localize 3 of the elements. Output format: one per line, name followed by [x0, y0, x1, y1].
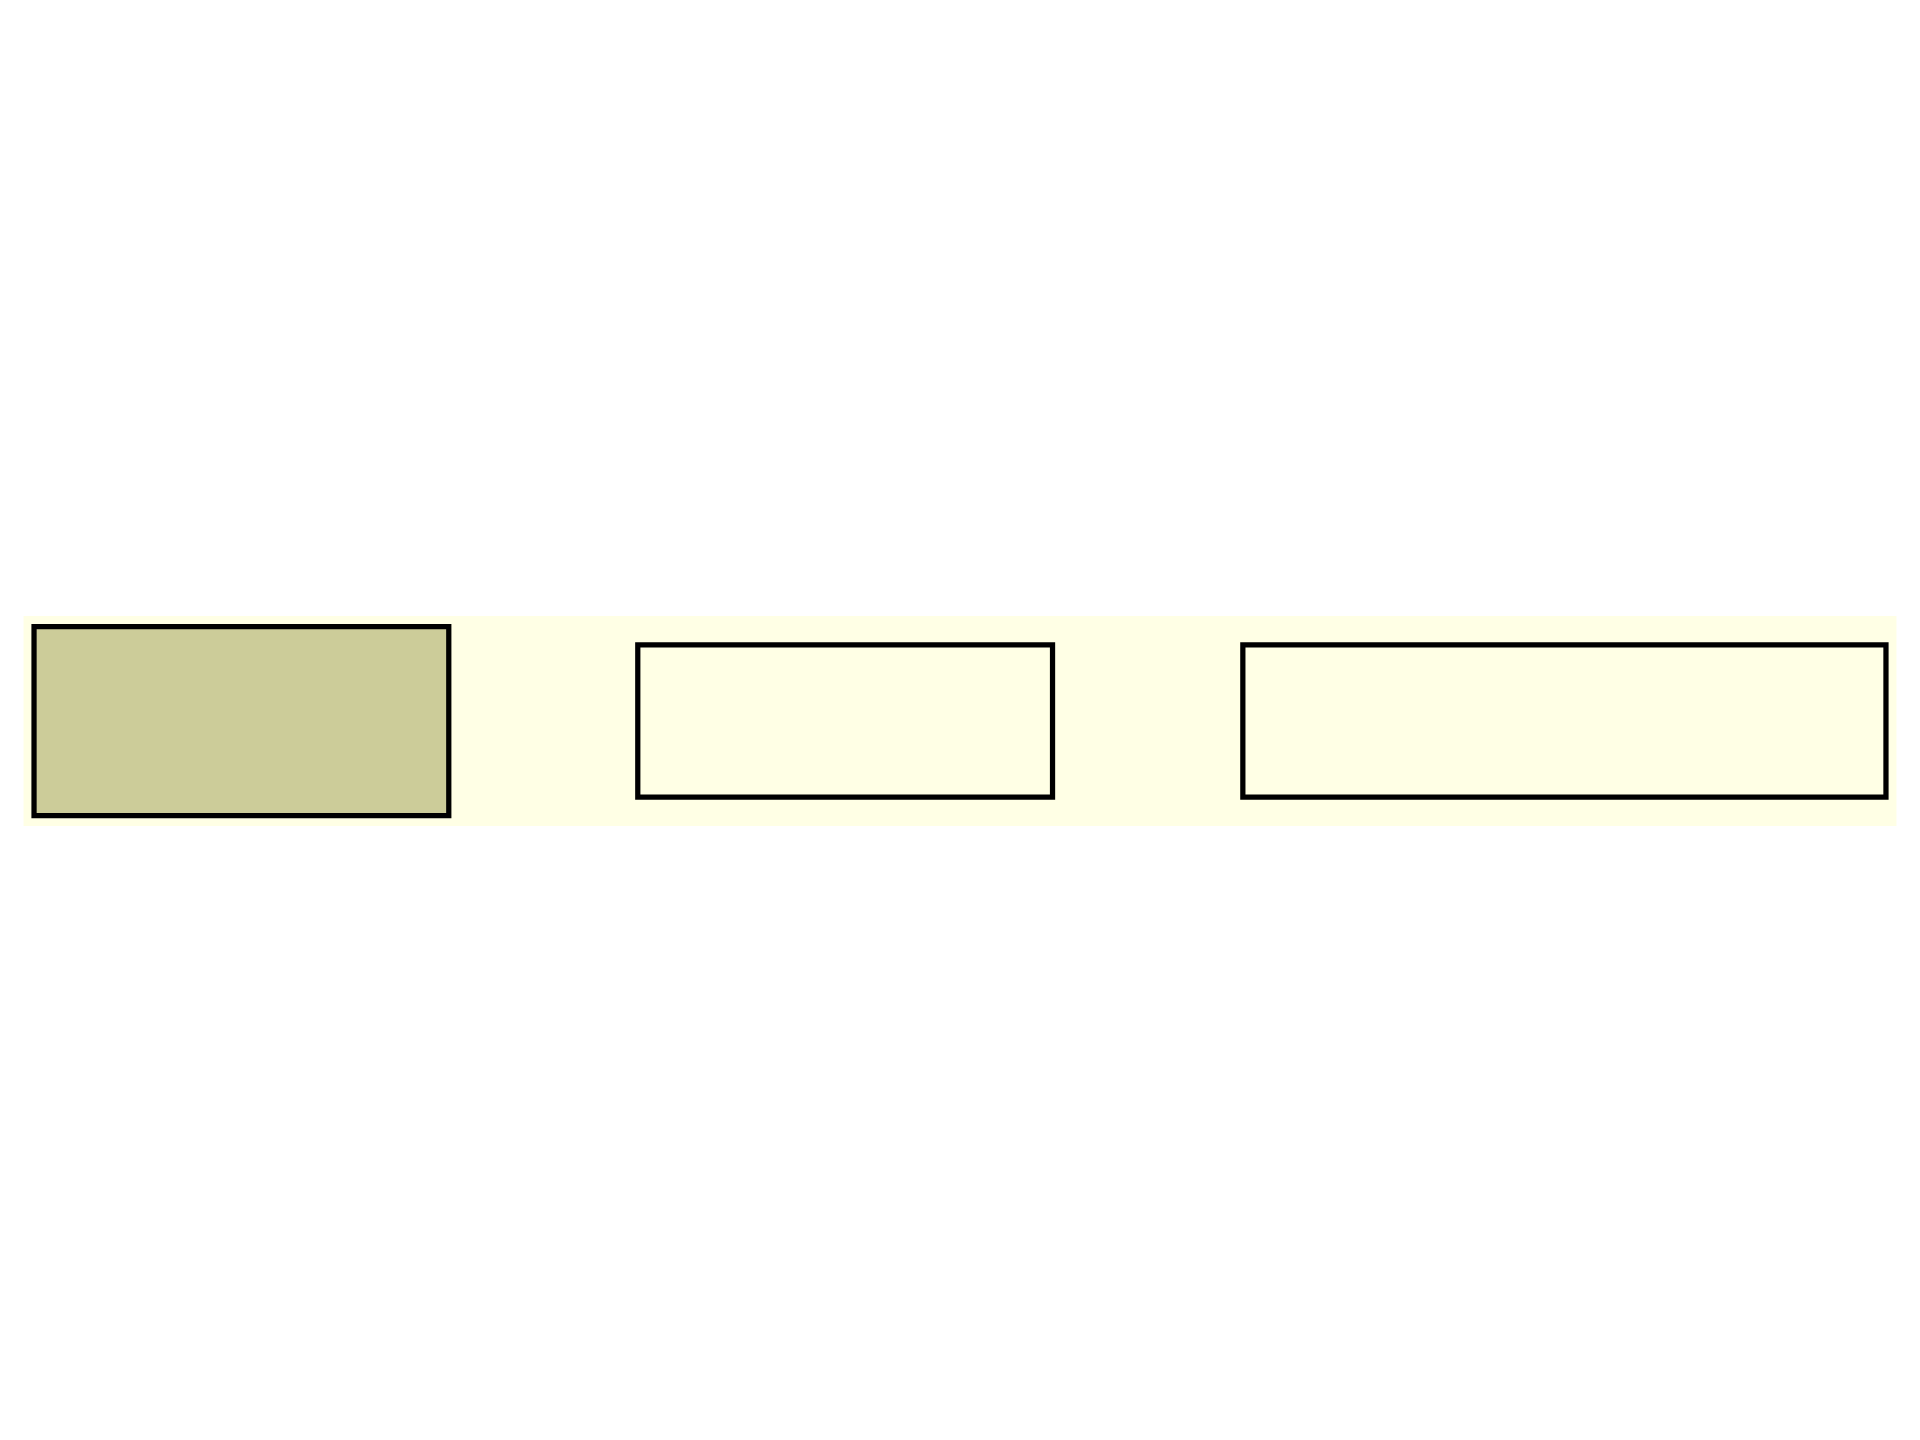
- node-box: [31, 622, 452, 818]
- node-box: [635, 641, 1056, 799]
- node-box: [1240, 641, 1889, 799]
